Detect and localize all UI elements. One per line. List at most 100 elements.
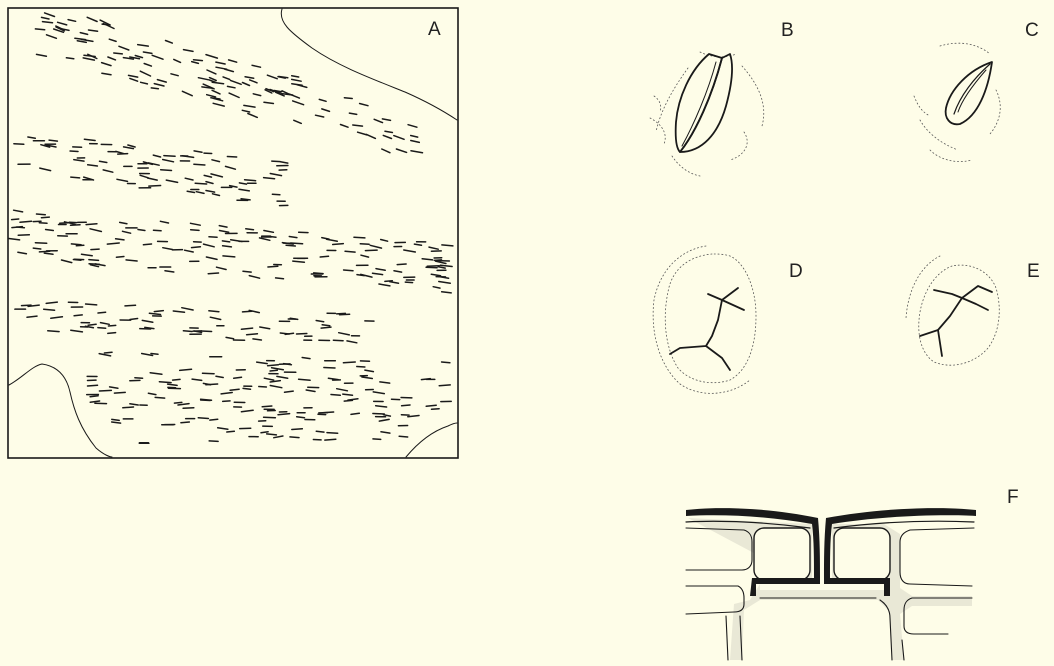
stoma-dash — [381, 240, 388, 242]
stoma-dash — [160, 221, 168, 223]
stoma-dash — [161, 170, 172, 171]
stoma-dash — [187, 191, 194, 192]
stoma-dash — [229, 93, 239, 97]
stoma-dash — [302, 358, 310, 359]
stoma-dash — [246, 229, 254, 230]
stoma-dash — [431, 274, 440, 275]
stoma-dash — [439, 282, 451, 284]
stoma-dash — [385, 131, 392, 132]
guard-cell-left — [676, 54, 722, 152]
stoma-dash — [171, 74, 178, 76]
stoma-dash — [209, 441, 218, 442]
stoma-dash — [168, 384, 178, 385]
stoma-dash — [213, 194, 220, 196]
stoma-dash — [322, 109, 330, 112]
stoma-dash — [245, 180, 256, 181]
stoma-dash — [22, 305, 32, 306]
stomatal-pore-c-inner — [958, 70, 986, 112]
stoma-dash — [178, 404, 189, 405]
stoma-dash — [344, 98, 352, 99]
stoma-dash — [204, 244, 215, 247]
stoma-dash — [44, 253, 53, 254]
stoma-dash — [102, 63, 111, 66]
stoma-dash — [9, 239, 20, 240]
stoma-dash — [442, 292, 452, 293]
stoma-dash — [429, 247, 438, 249]
stoma-dash — [152, 55, 163, 59]
panel-c: C — [914, 20, 1039, 162]
stoma-dash — [244, 105, 255, 107]
stoma-dash — [157, 80, 166, 83]
stoma-dash — [316, 115, 324, 117]
cell-outline-e — [919, 265, 1000, 365]
stoma-dash — [108, 325, 115, 326]
stoma-dash — [253, 339, 261, 340]
stoma-dash — [192, 62, 199, 64]
stoma-dash — [243, 83, 250, 86]
stoma-dash — [206, 55, 217, 59]
stoma-dash — [262, 406, 272, 407]
stoma-dash — [99, 390, 111, 391]
stoma-dash — [422, 259, 432, 260]
stoma-dash — [373, 414, 384, 415]
stoma-dash — [120, 222, 127, 223]
stoma-dash — [260, 238, 270, 240]
stoma-dash — [149, 186, 161, 187]
stoma-dash — [191, 230, 199, 231]
stoma-dash — [164, 156, 175, 157]
stoma-dash — [272, 368, 284, 370]
stoma-dash — [411, 136, 418, 138]
stoma-dash — [272, 161, 281, 162]
panel-e: E — [906, 256, 1040, 365]
stoma-dash — [234, 377, 242, 378]
stoma-dash — [174, 59, 181, 62]
stoma-dash — [396, 149, 406, 152]
stoma-dash — [174, 402, 181, 403]
stoma-dash — [245, 77, 254, 79]
panel-a: A — [8, 8, 458, 458]
stoma-dash — [90, 401, 99, 402]
stoma-dash — [344, 270, 353, 271]
stoma-dash — [100, 161, 107, 162]
stoma-dash — [140, 71, 150, 76]
cell-outline-e-outer — [906, 256, 940, 318]
stoma-dash — [261, 432, 268, 433]
stoma-dash — [150, 373, 162, 375]
panel-d: D — [653, 246, 803, 393]
stoma-dash — [294, 120, 302, 123]
stoma-dash — [331, 395, 340, 396]
stoma-dash — [260, 327, 270, 329]
stoma-dash — [196, 192, 204, 194]
stoma-dash — [438, 267, 445, 269]
stoma-dash — [277, 376, 288, 378]
stoma-dash — [243, 388, 250, 389]
stoma-dash — [440, 265, 452, 266]
stoma-dash — [360, 244, 369, 245]
stoma-dash — [210, 419, 218, 420]
stoma-dash — [270, 386, 282, 388]
stoma-dash — [373, 439, 381, 440]
stoma-dash — [365, 370, 374, 372]
stoma-dash — [198, 418, 208, 419]
stoma-dash — [223, 77, 230, 80]
stoma-dash — [182, 308, 193, 310]
stoma-dash — [241, 328, 252, 329]
stoma-dash — [71, 330, 83, 332]
stoma-dash — [195, 183, 207, 184]
stoma-dash — [80, 33, 87, 35]
stoma-dash — [159, 382, 171, 383]
stoma-dash — [108, 57, 116, 60]
stoma-dash — [223, 256, 235, 257]
stoma-dash — [116, 239, 124, 240]
stoma-dash — [320, 256, 328, 257]
stoma-dash — [33, 248, 41, 249]
stoma-dash — [151, 354, 158, 355]
stoma-dash — [348, 399, 358, 400]
stoma-dash — [270, 370, 277, 371]
stomata-dash-field — [9, 13, 453, 443]
stoma-dash — [128, 145, 135, 147]
stoma-dash — [339, 333, 350, 335]
stoma-dash — [285, 391, 294, 392]
stoma-dash — [154, 84, 164, 86]
stoma-dash — [155, 397, 165, 398]
